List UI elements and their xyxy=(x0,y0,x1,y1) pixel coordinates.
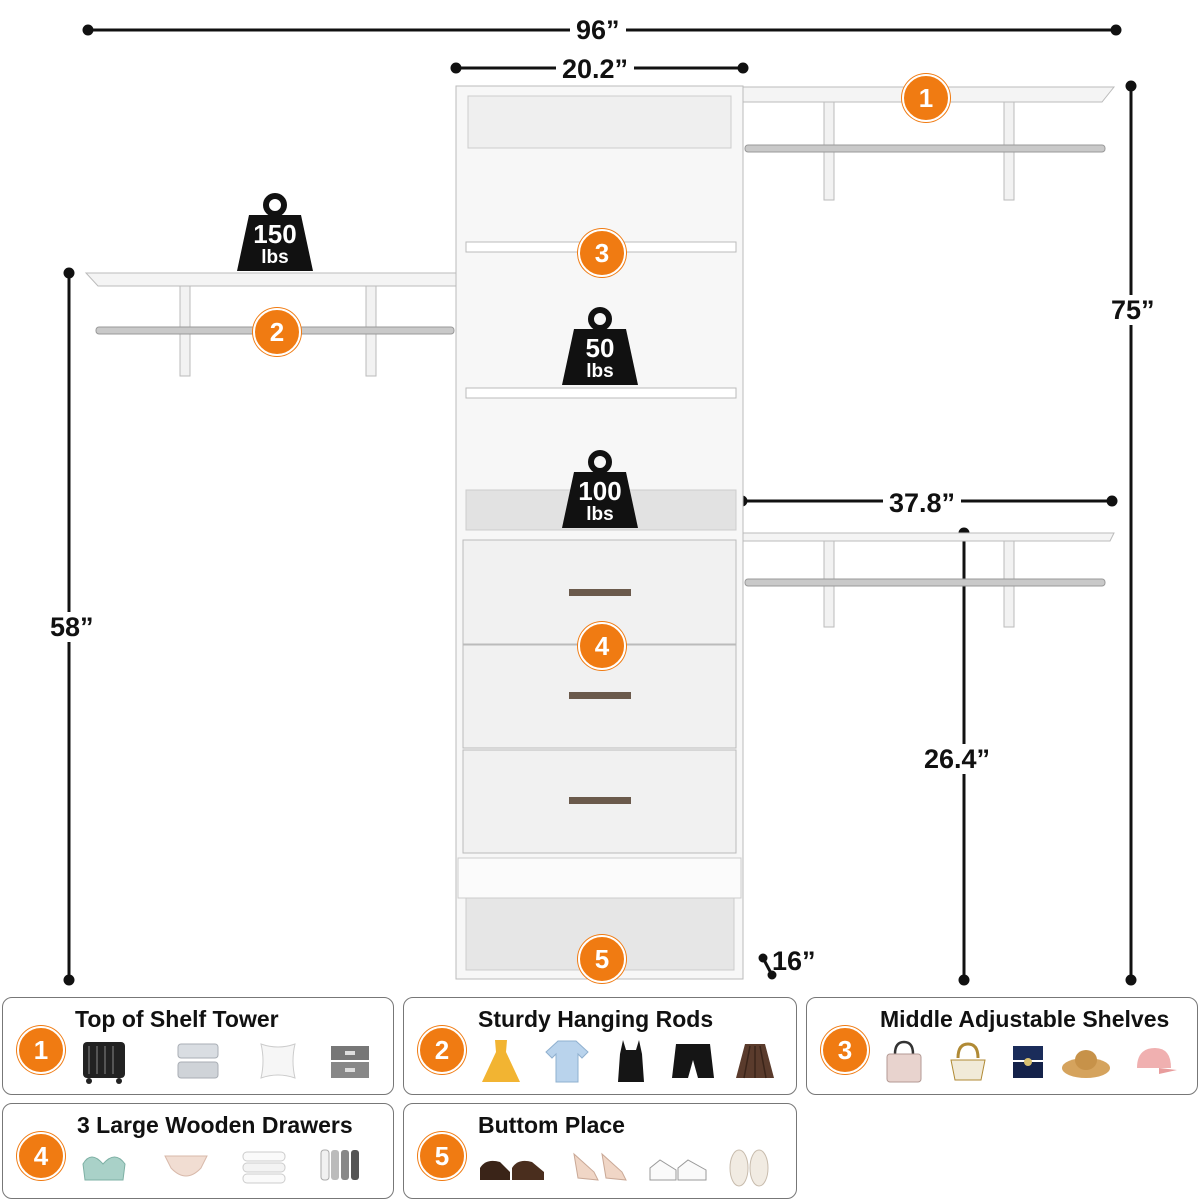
weight-50-icon: 50 lbs xyxy=(560,307,640,387)
handbag-icon xyxy=(886,1040,922,1083)
heels-icon xyxy=(573,1152,627,1181)
feature-3-badge: 3 xyxy=(821,1026,869,1074)
feature-card-4: 4 3 Large Wooden Drawers xyxy=(2,1103,394,1199)
slippers-icon xyxy=(729,1149,769,1187)
left-shelf-unit xyxy=(84,272,457,377)
feature-card-2: 2 Sturdy Hanging Rods xyxy=(403,997,797,1095)
feature-card-5: 5 Buttom Place xyxy=(403,1103,797,1199)
feature-3-title: Middle Adjustable Shelves xyxy=(880,1006,1170,1032)
right-height-label: 26.4” xyxy=(918,744,997,774)
depth-label: 16” xyxy=(772,946,816,976)
callout-2: 2 xyxy=(253,308,301,356)
tower-width-label: 20.2” xyxy=(556,54,635,84)
feature-card-3: 3 Middle Adjustable Shelves xyxy=(806,997,1198,1095)
skirt-icon xyxy=(736,1044,774,1079)
underwear-icon xyxy=(164,1155,208,1177)
shorts-icon xyxy=(672,1044,714,1078)
weight-150-icon: 150 lbs xyxy=(235,193,315,273)
shelf-tower xyxy=(455,85,744,980)
weight-100-value: 100 xyxy=(578,476,622,506)
weight-150-unit: lbs xyxy=(261,247,289,268)
camisole-icon xyxy=(618,1040,644,1082)
shirt-icon xyxy=(545,1040,589,1083)
sun-hat-icon xyxy=(1062,1050,1110,1078)
callout-1: 1 xyxy=(902,74,950,122)
towels-icon xyxy=(242,1151,286,1184)
feature-4-badge: 4 xyxy=(17,1132,65,1180)
feature-5-badge: 5 xyxy=(418,1132,466,1180)
left-height-label: 58” xyxy=(44,612,100,642)
weight-50-unit: lbs xyxy=(586,361,614,382)
feature-2-badge: 2 xyxy=(418,1026,466,1074)
cap-icon xyxy=(1137,1048,1177,1074)
total-height-label: 75” xyxy=(1105,295,1161,325)
sneakers-icon xyxy=(649,1159,707,1181)
callout-5: 5 xyxy=(578,935,626,983)
jewelry-box-icon xyxy=(1013,1046,1043,1078)
feature-1-badge: 1 xyxy=(17,1026,65,1074)
dress-icon xyxy=(482,1040,520,1082)
weight-100-unit: lbs xyxy=(586,504,614,525)
bra-icon xyxy=(82,1156,126,1181)
folded-sweaters-icon xyxy=(177,1043,219,1079)
right-shelf-width-label: 37.8” xyxy=(883,488,962,518)
weight-100-icon: 100 lbs xyxy=(560,450,640,530)
feature-1-title: Top of Shelf Tower xyxy=(75,1006,279,1032)
suitcase-icon xyxy=(83,1042,125,1084)
callout-4: 4 xyxy=(578,622,626,670)
socks-icon xyxy=(320,1149,359,1181)
total-width-label: 96” xyxy=(570,15,626,45)
feature-card-1: 1 Top of Shelf Tower xyxy=(2,997,394,1095)
callout-3: 3 xyxy=(578,229,626,277)
feature-5-title: Buttom Place xyxy=(478,1112,625,1138)
feature-2-title: Sturdy Hanging Rods xyxy=(478,1006,714,1032)
dress-shoes-icon xyxy=(480,1160,544,1180)
weight-50-value: 50 xyxy=(585,333,615,363)
feature-4-title: 3 Large Wooden Drawers xyxy=(77,1112,353,1138)
lower-right-shelf-unit xyxy=(742,532,1115,628)
storage-box-icon xyxy=(331,1046,369,1078)
pillow-icon xyxy=(260,1043,296,1079)
weight-150-value: 150 xyxy=(253,219,297,249)
purse-icon xyxy=(950,1042,986,1081)
